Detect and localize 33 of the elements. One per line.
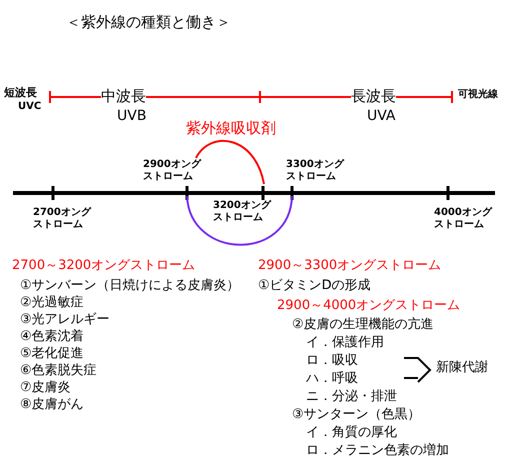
scale-label: 短波長	[4, 87, 37, 100]
list-item: ③サンターン（色黒）	[292, 408, 421, 423]
absorber-label: 紫外線吸収剤	[186, 120, 276, 138]
group-label: 新陳代謝	[436, 361, 488, 376]
scale-label: UVC	[18, 101, 42, 112]
list-item: ①ビタミンDの形成	[258, 279, 371, 294]
list-item: ⑤老化促進	[20, 347, 84, 362]
wavelength-label: 2900オングストローム	[143, 159, 202, 182]
list-item: ニ．分泌・排泄	[306, 390, 397, 405]
wavelength-label: 3200オングストローム	[213, 200, 272, 223]
list-item: ロ．吸収	[306, 354, 358, 369]
list-item: ⑦皮膚炎	[20, 381, 71, 396]
list-item: ⑥色素脱失症	[20, 364, 97, 379]
list-item: イ．保護作用	[306, 336, 384, 351]
list-item: ②皮膚の生理機能の亢進	[292, 318, 434, 333]
list-item: ハ．呼吸	[306, 372, 358, 387]
wavelength-label: 3300オングストローム	[286, 159, 346, 182]
scale-label: 長波長	[351, 88, 396, 106]
list-item: ⑧皮膚がん	[20, 398, 84, 413]
wavelength-label: 4000オングストローム	[434, 207, 494, 230]
wavelength-label: 2700オングストローム	[33, 207, 92, 230]
list-item: イ．角質の厚化	[306, 426, 397, 441]
list-item: ②光過敏症	[20, 296, 84, 311]
list-item: ロ．メラニン色素の増加	[306, 444, 449, 459]
list-item: ③光アレルギー	[20, 313, 110, 328]
range-heading: 2900～4000オングストローム	[277, 299, 460, 314]
scale-label: 中波長	[101, 88, 146, 106]
range-heading: 2700～3200オングストローム	[12, 259, 196, 274]
list-item: ①サンバーン（日焼けによる皮膚炎）	[20, 279, 240, 294]
list-item: ④色素沈着	[20, 330, 84, 345]
range-heading: 2900～3300オングストローム	[258, 259, 442, 274]
title: ＜紫外線の種類と働き＞	[66, 14, 231, 32]
scale-label: 可視光線	[458, 89, 498, 100]
